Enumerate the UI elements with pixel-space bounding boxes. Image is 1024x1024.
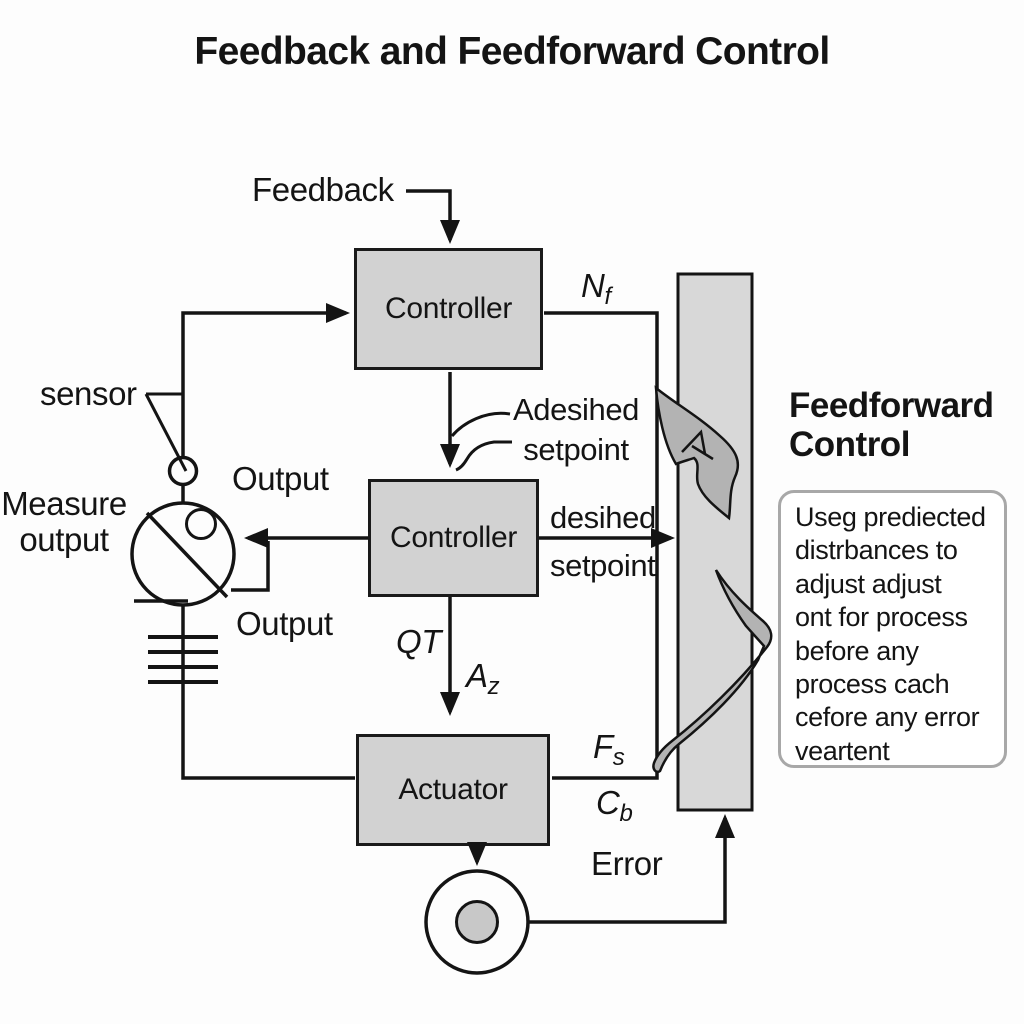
controller-top-label: Controller bbox=[384, 292, 513, 325]
signal-nf-sub: f bbox=[604, 283, 611, 310]
controller-mid-label: Controller bbox=[389, 521, 518, 554]
actuator-label: Actuator bbox=[398, 773, 508, 806]
controller-top-box: Controller bbox=[354, 248, 543, 370]
wire-meter-to-actuator bbox=[181, 604, 355, 780]
signal-fs-main: F bbox=[593, 728, 613, 765]
ribbon-arrow-upper-mark bbox=[681, 429, 714, 461]
callout-leader-lines bbox=[450, 411, 512, 472]
wire-error-to-bar bbox=[498, 814, 735, 924]
feedforward-bar bbox=[676, 272, 754, 812]
output-upper-label: Output bbox=[232, 460, 329, 497]
signal-cb-main: C bbox=[596, 784, 620, 821]
summing-junction bbox=[424, 869, 530, 975]
wire-feedback-in bbox=[406, 189, 460, 244]
hatch-marks bbox=[148, 635, 218, 684]
wire-sensor-to-controller bbox=[181, 303, 350, 504]
sensor-label: sensor bbox=[40, 375, 137, 412]
ribbon-arrow-upper bbox=[654, 385, 740, 521]
error-label: Error bbox=[591, 845, 663, 882]
page-title: Feedback and Feedforward Control bbox=[194, 30, 830, 73]
ribbon-arrows bbox=[652, 385, 773, 774]
output-lower-label: Output bbox=[236, 605, 333, 642]
wire-group bbox=[148, 189, 735, 924]
signal-fs: Fs bbox=[593, 728, 625, 771]
signal-az-main: A bbox=[466, 657, 488, 694]
feedforward-note-box: Useg prediected distrbances to adjust ad… bbox=[778, 490, 1007, 768]
wire-meter-elbow bbox=[231, 541, 270, 592]
feedforward-control-heading: Feedforward Control bbox=[789, 386, 994, 464]
desired-setpoint-output-label: desihed setpoint bbox=[550, 500, 656, 583]
signal-az: Az bbox=[466, 657, 500, 700]
feedback-label: Feedback bbox=[252, 171, 394, 208]
desired-setpoint-callout: Adesihed setpoint bbox=[512, 392, 640, 467]
controller-mid-box: Controller bbox=[368, 479, 539, 597]
actuator-box: Actuator bbox=[356, 734, 550, 846]
signal-nf-main: N bbox=[581, 267, 605, 304]
meter-symbol bbox=[130, 501, 236, 607]
measure-output-label: Measure output bbox=[1, 485, 127, 558]
signal-cb: Cb bbox=[596, 784, 633, 827]
signal-fs-sub: s bbox=[612, 744, 625, 771]
feedforward-note-text: Useg prediected distrbances to adjust ad… bbox=[795, 502, 986, 766]
signal-nf: Nf bbox=[581, 268, 611, 310]
ribbon-arrow-lower bbox=[652, 569, 773, 774]
sensor-symbol bbox=[144, 392, 199, 487]
signal-cb-sub: b bbox=[619, 800, 633, 827]
signal-az-sub: z bbox=[487, 673, 500, 700]
signal-qt: QT bbox=[396, 623, 442, 660]
